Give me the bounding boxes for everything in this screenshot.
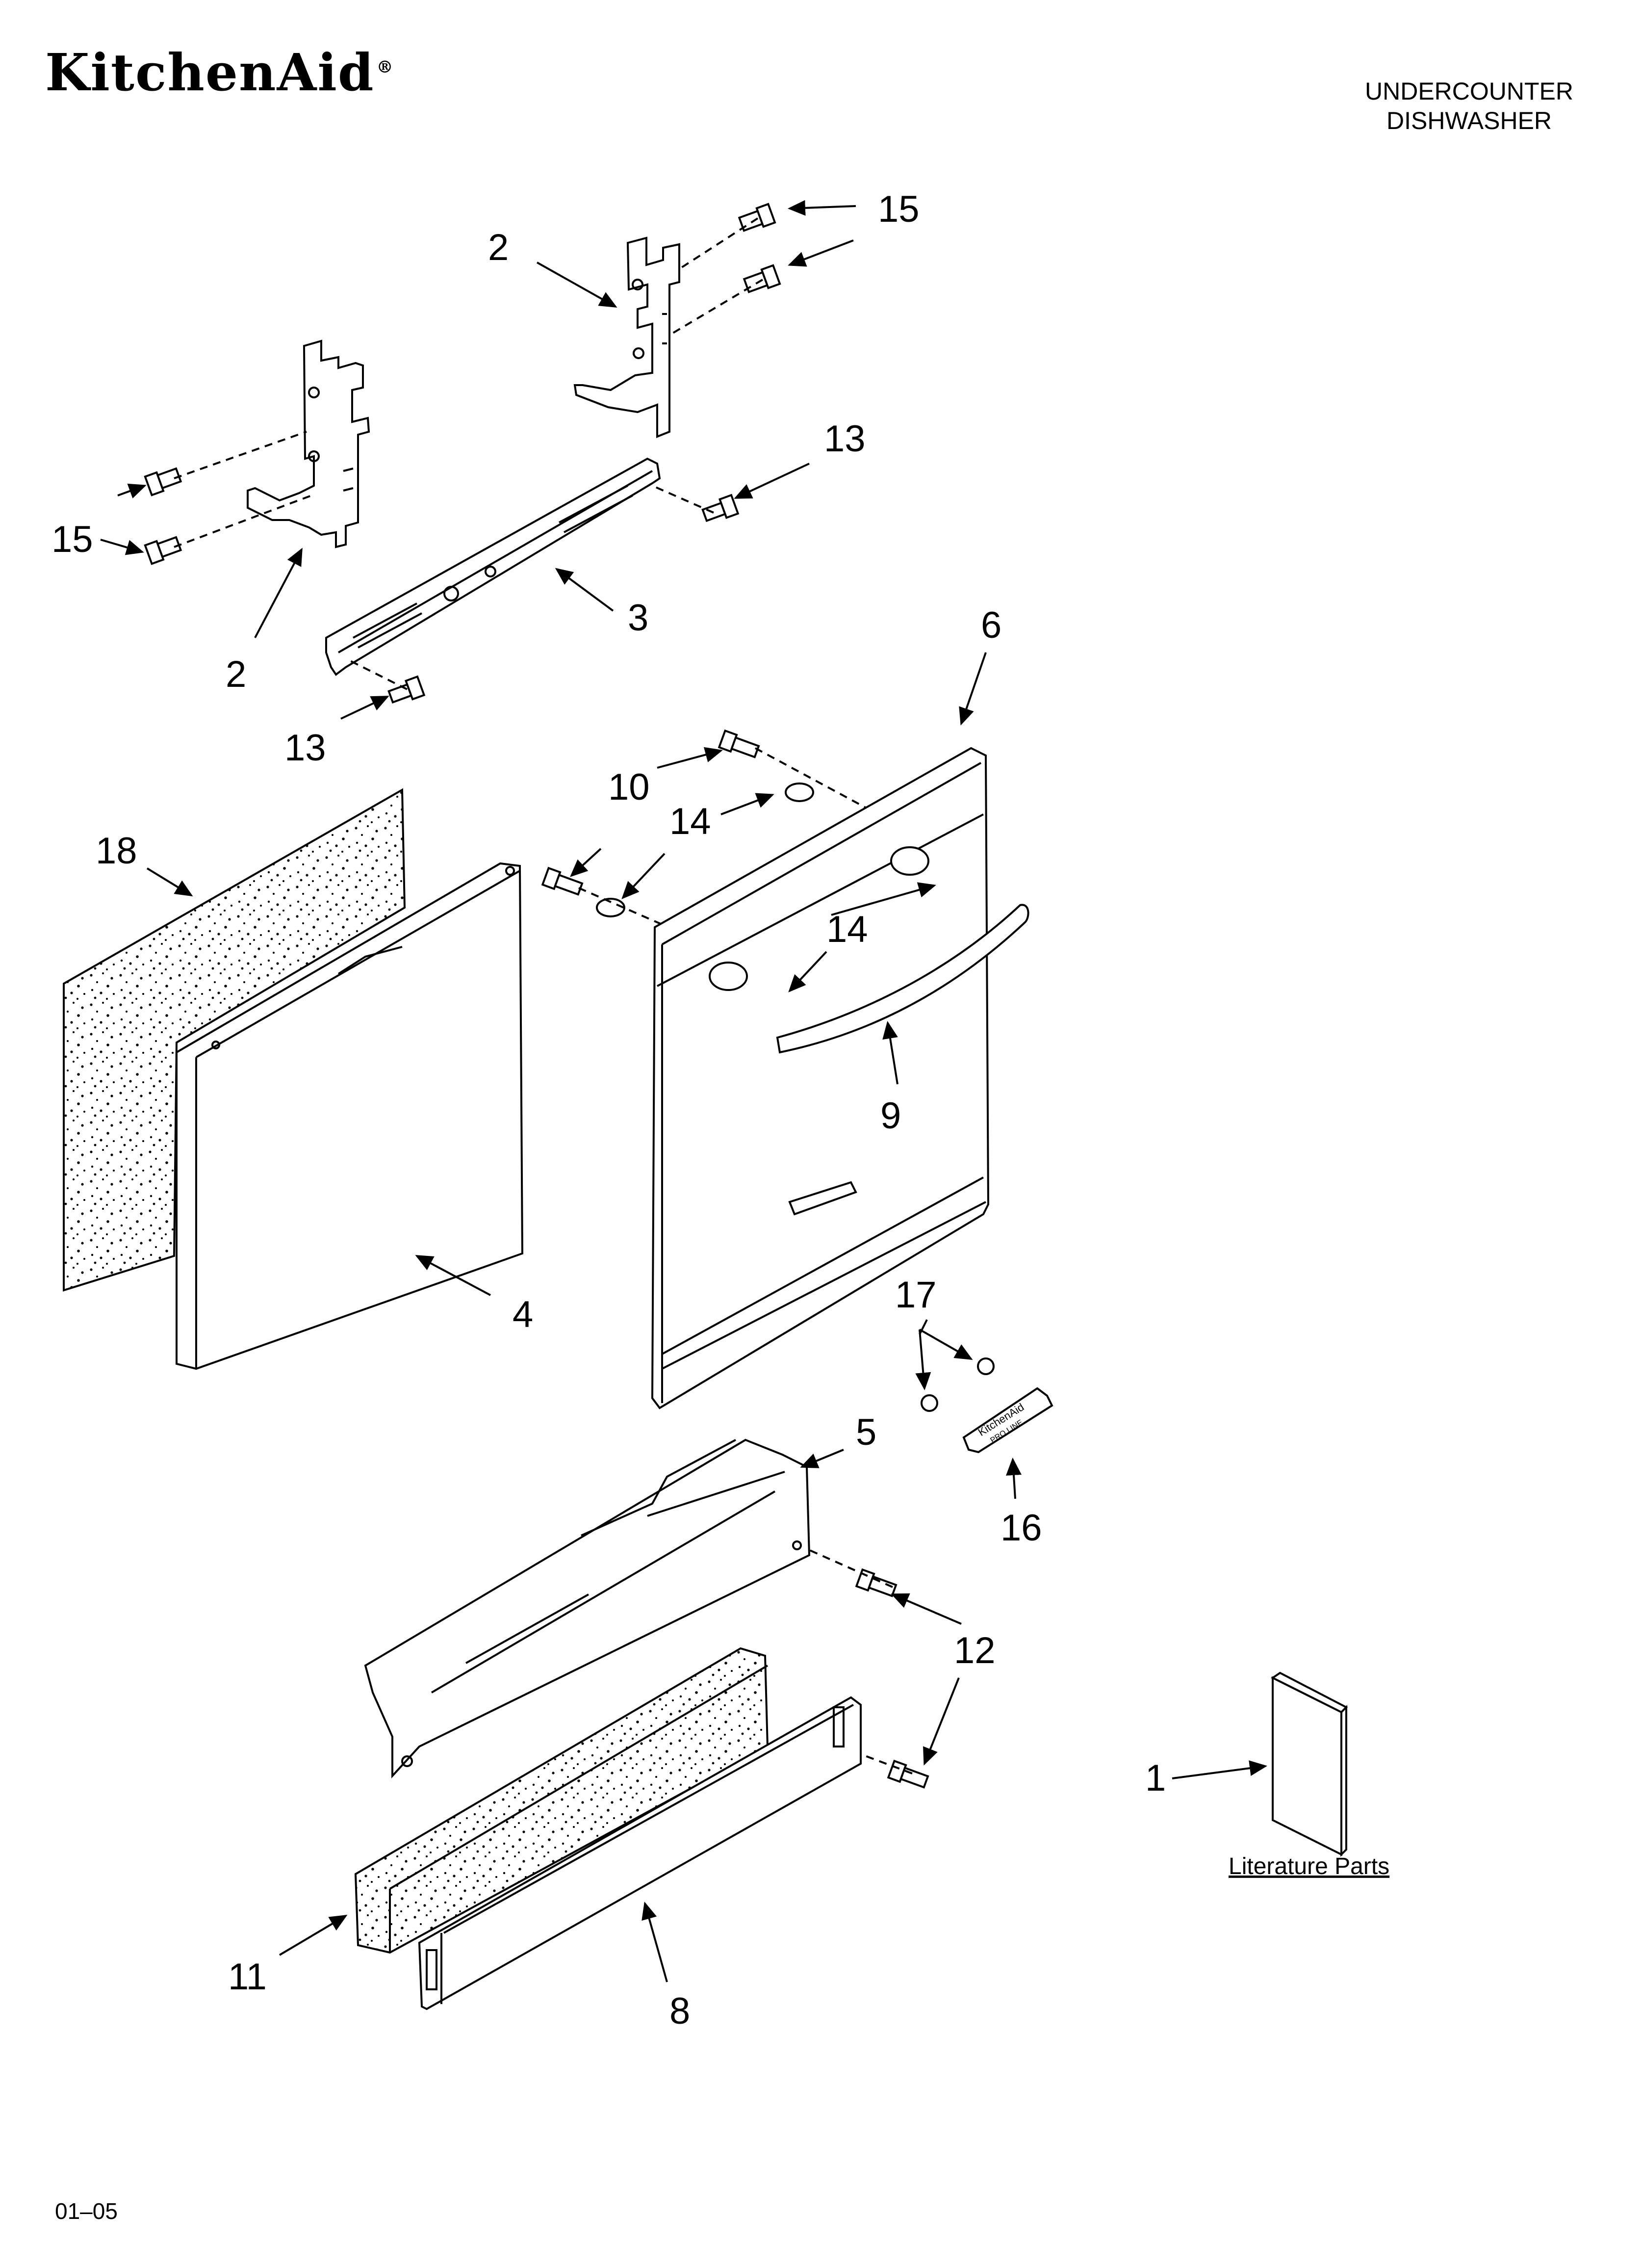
mounting-bracket-left <box>247 339 370 548</box>
registered-mark: ® <box>376 57 394 78</box>
callout-13a: 13 <box>824 418 866 460</box>
screw-13b <box>387 675 426 704</box>
brand-name: KitchenAid <box>45 42 375 103</box>
washer-14a <box>785 782 814 802</box>
callout-18: 18 <box>96 830 137 872</box>
callout-3: 3 <box>628 597 648 639</box>
callout-4: 4 <box>513 1294 533 1335</box>
callout-9: 9 <box>880 1095 901 1137</box>
screw-10b <box>541 866 584 896</box>
washer-14b <box>596 898 625 917</box>
callout-arrows <box>100 200 1267 1982</box>
callout-16: 16 <box>1001 1507 1042 1549</box>
inner-door-panel <box>176 862 524 1370</box>
callout-15a: 15 <box>878 188 920 230</box>
screw-15d <box>144 536 182 565</box>
title-line-1: UNDERCOUNTER <box>1365 78 1573 105</box>
outer-door-panel <box>651 747 990 1409</box>
mounting-rail <box>325 457 661 676</box>
callout-8: 8 <box>669 1990 690 2032</box>
foam-strip-edge <box>389 1665 769 1953</box>
fastener-lines <box>174 217 913 1774</box>
callout-11: 11 <box>228 1956 267 1998</box>
mounting-bracket-right <box>573 236 680 438</box>
literature-booklet <box>1271 1671 1348 1857</box>
lower-access-panel <box>364 1438 811 1779</box>
screw-12a <box>855 1568 898 1597</box>
page-title: UNDERCOUNTER DISHWASHER <box>1365 77 1573 135</box>
revision-code: 01–05 <box>55 2198 118 2224</box>
callout-12: 12 <box>954 1630 996 1671</box>
nut-17b <box>977 1357 995 1375</box>
screw-10a <box>718 729 760 758</box>
callout-5: 5 <box>856 1411 876 1453</box>
toe-panel <box>418 1696 862 2010</box>
door-handle <box>776 904 1029 1054</box>
callout-6: 6 <box>981 604 1001 646</box>
callout-1: 1 <box>1145 1757 1166 1799</box>
insulation-blanket <box>63 788 406 1292</box>
pro-line-badge: KitchenAid PRO LINE <box>962 1387 1053 1454</box>
callout-14b: 14 <box>826 909 868 950</box>
callout-2b: 2 <box>226 653 246 695</box>
callout-15b: 15 <box>51 519 93 560</box>
callout-labels: 15 2 13 15 3 2 13 6 10 14 18 14 9 4 17 5… <box>51 188 1389 2032</box>
kitchenaid-logo: KitchenAid® <box>45 42 394 103</box>
screw-12b <box>887 1759 929 1789</box>
literature-parts-label: Literature Parts <box>1229 1853 1389 1879</box>
nut-17a <box>921 1394 938 1412</box>
callout-14a: 14 <box>669 801 711 842</box>
callout-10: 10 <box>608 766 650 808</box>
screw-15c <box>144 467 182 496</box>
callout-13b: 13 <box>284 727 326 769</box>
callout-2a: 2 <box>488 227 509 268</box>
callout-17: 17 <box>895 1274 937 1316</box>
title-line-2: DISHWASHER <box>1386 107 1552 134</box>
